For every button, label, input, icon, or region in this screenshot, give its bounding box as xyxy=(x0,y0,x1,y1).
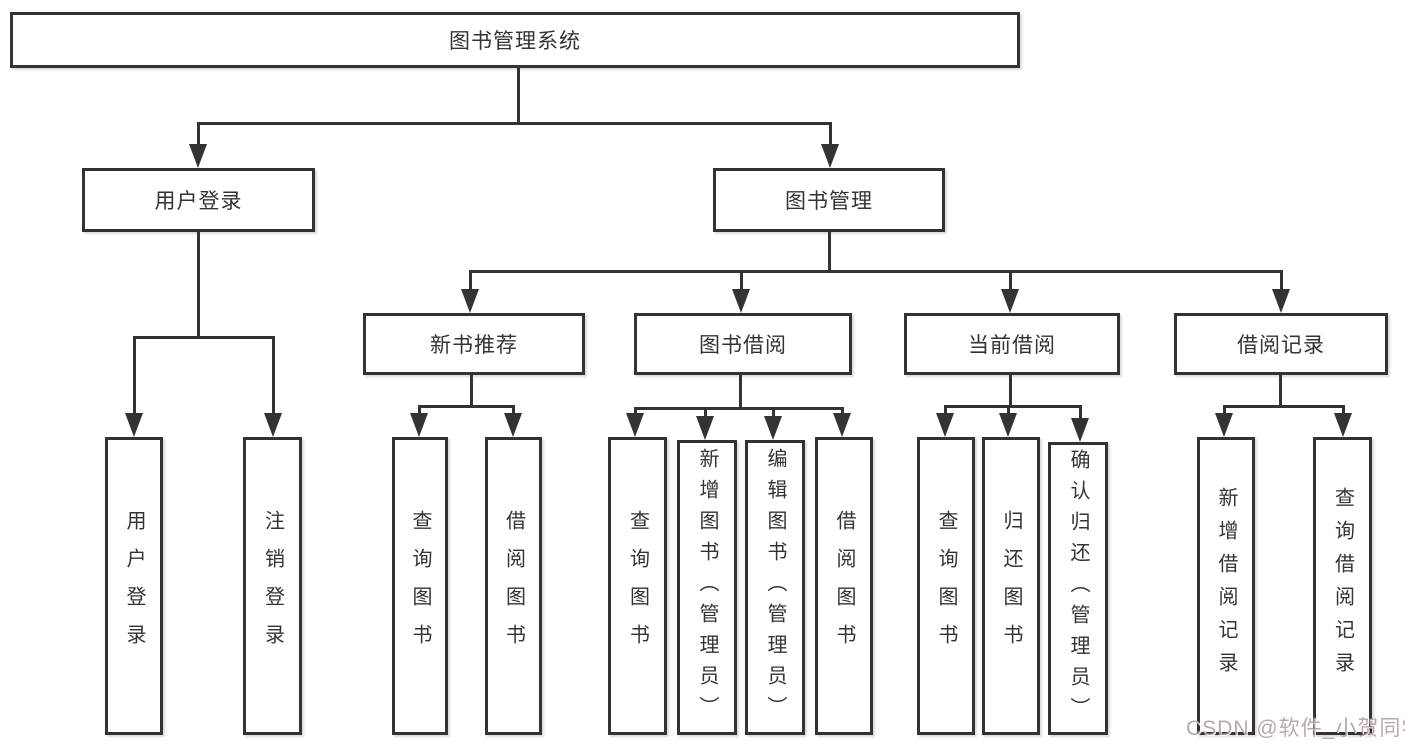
node-book-borrow-label: 图书借阅 xyxy=(699,334,787,357)
arrow-down-icon xyxy=(461,289,479,313)
connector-g3-trunk xyxy=(1009,375,1012,405)
connector-g2-stub1 xyxy=(634,407,637,415)
connector-g4-stub1 xyxy=(1223,405,1226,415)
arrow-down-icon xyxy=(626,413,644,437)
leaf-borrow-books: 借阅图书 xyxy=(815,437,873,735)
connector-g4-stub2 xyxy=(1342,405,1345,415)
leaf-recommend-query-books: 查询图书 xyxy=(392,437,448,735)
connector-root-trunk xyxy=(517,68,520,122)
node-root-label: 图书管理系统 xyxy=(449,30,581,53)
connector-g4-bus xyxy=(1223,405,1344,408)
arrow-down-icon xyxy=(732,289,750,313)
arrow-down-icon xyxy=(1272,289,1290,313)
connector-g4-trunk xyxy=(1279,375,1282,405)
connector-level3-bus xyxy=(469,270,1283,273)
connector-stub-records xyxy=(1280,270,1283,291)
arrow-down-icon xyxy=(1071,418,1089,442)
leaf-recommend-query-books-label: 查询图书 xyxy=(409,510,431,662)
csdn-watermark: CSDN @软件_小贺同学 xyxy=(1186,717,1405,740)
node-root: 图书管理系统 xyxy=(10,12,1020,68)
connector-g3-bus xyxy=(944,405,1081,408)
connector-g1-stub1 xyxy=(418,405,421,415)
connector-level1-bus xyxy=(197,122,832,125)
leaf-borrow-query-books-label: 查询图书 xyxy=(626,510,649,662)
leaf-query-borrow-record: 查询借阅记录 xyxy=(1313,437,1372,735)
node-current-borrow: 当前借阅 xyxy=(904,313,1120,375)
leaf-add-borrow-record-label: 新增借阅记录 xyxy=(1215,487,1237,685)
leaf-borrow-books-label: 借阅图书 xyxy=(833,510,855,662)
leaf-confirm-return-admin: 确认归还（管理员） xyxy=(1048,442,1108,735)
arrow-down-icon xyxy=(504,413,522,437)
leaf-edit-books-admin-label: 编辑图书（管理员） xyxy=(764,448,786,727)
leaf-recommend-borrow-books: 借阅图书 xyxy=(485,437,542,735)
leaf-user-login-label: 用户登录 xyxy=(123,510,145,662)
node-book-borrow: 图书借阅 xyxy=(634,313,852,375)
node-borrow-records: 借阅记录 xyxy=(1174,313,1388,375)
leaf-add-borrow-record: 新增借阅记录 xyxy=(1197,437,1255,735)
arrow-down-icon xyxy=(410,413,428,437)
connector-g1-bus xyxy=(418,405,514,408)
arrow-down-icon xyxy=(1334,413,1352,437)
connector-stub-recommend xyxy=(469,270,472,291)
arrow-down-icon xyxy=(821,144,839,168)
leaf-logout-label: 注销登录 xyxy=(261,510,284,662)
arrow-down-icon xyxy=(764,416,782,440)
arrow-down-icon xyxy=(696,416,714,440)
leaf-query-borrow-record-label: 查询借阅记录 xyxy=(1331,487,1354,685)
connector-g3-stub1 xyxy=(944,405,947,415)
leaf-logout: 注销登录 xyxy=(243,437,302,735)
leaf-return-books: 归还图书 xyxy=(982,437,1040,735)
leaf-add-books-admin-label: 新增图书（管理员） xyxy=(696,448,718,727)
node-new-book-recommend: 新书推荐 xyxy=(363,313,585,375)
connector-user-bus xyxy=(133,336,274,339)
arrow-down-icon xyxy=(189,144,207,168)
connector-stub-user-child2 xyxy=(272,336,275,415)
connector-g2-stub2 xyxy=(704,407,707,416)
connector-stub-book-mgmt xyxy=(829,122,832,146)
node-book-mgmt-branch: 图书管理 xyxy=(713,168,945,232)
arrow-down-icon xyxy=(999,413,1017,437)
node-borrow-records-label: 借阅记录 xyxy=(1237,334,1325,357)
arrow-down-icon xyxy=(833,413,851,437)
connector-g2-stub3 xyxy=(772,407,775,416)
connector-g3-stub2 xyxy=(1007,405,1010,415)
connector-user-trunk xyxy=(197,232,200,336)
connector-mgmt-trunk xyxy=(828,232,831,272)
connector-g2-trunk xyxy=(739,375,742,409)
connector-stub-current xyxy=(1009,270,1012,291)
connector-stub-user-login xyxy=(197,122,200,146)
leaf-add-books-admin: 新增图书（管理员） xyxy=(677,440,737,735)
arrow-down-icon xyxy=(1001,289,1019,313)
leaf-recommend-borrow-books-label: 借阅图书 xyxy=(502,510,525,662)
arrow-down-icon xyxy=(1215,413,1233,437)
arrow-down-icon xyxy=(125,413,143,437)
arrow-down-icon xyxy=(264,413,282,437)
connector-stub-borrow xyxy=(740,270,743,291)
connector-g2-bus xyxy=(634,407,844,410)
arrow-down-icon xyxy=(936,413,954,437)
node-book-mgmt-branch-label: 图书管理 xyxy=(785,190,873,213)
leaf-current-query-books: 查询图书 xyxy=(917,437,975,735)
node-new-book-recommend-label: 新书推荐 xyxy=(430,334,518,357)
connector-g2-stub4 xyxy=(841,407,844,415)
connector-g1-stub2 xyxy=(512,405,515,415)
leaf-confirm-return-admin-label: 确认归还（管理员） xyxy=(1067,449,1089,728)
leaf-edit-books-admin: 编辑图书（管理员） xyxy=(745,440,805,735)
connector-g3-stub3 xyxy=(1079,405,1082,418)
node-current-borrow-label: 当前借阅 xyxy=(968,334,1056,357)
leaf-current-query-books-label: 查询图书 xyxy=(935,510,957,662)
node-user-login-branch-label: 用户登录 xyxy=(154,190,243,213)
connector-stub-user-child1 xyxy=(133,336,136,415)
connector-g1-trunk xyxy=(470,375,473,405)
leaf-borrow-query-books: 查询图书 xyxy=(608,437,667,735)
leaf-user-login: 用户登录 xyxy=(105,437,163,735)
leaf-return-books-label: 归还图书 xyxy=(1000,510,1022,662)
node-user-login-branch: 用户登录 xyxy=(82,168,315,232)
